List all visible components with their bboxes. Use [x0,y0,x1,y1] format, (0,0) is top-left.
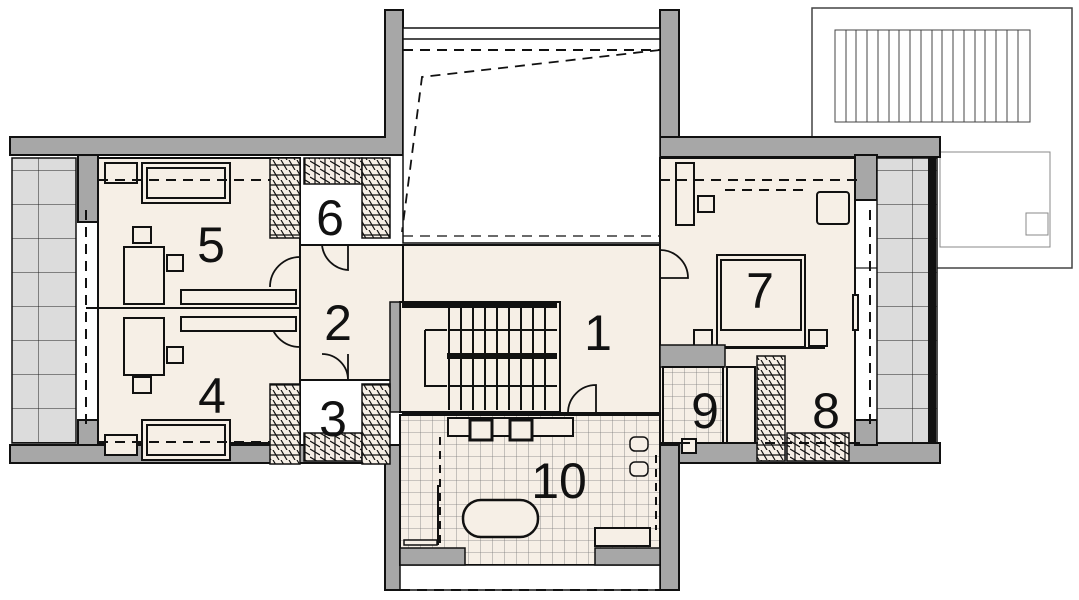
wardrobes [269,157,850,465]
room-number-3: 3 [319,391,347,447]
room-number-9: 9 [691,383,719,439]
washbasin-icon [468,418,494,442]
bathtub-icon [461,498,540,539]
void-opening [401,27,661,244]
terrace-left [11,157,77,444]
toilet-icon [629,436,649,452]
room-number-10: 10 [531,453,587,509]
room-number-1: 1 [584,305,612,361]
washbasin-icon [508,418,534,442]
bidet-icon [629,461,649,477]
room-number-5: 5 [197,217,225,273]
room-number-8: 8 [812,383,840,439]
room-number-6: 6 [316,190,344,246]
staircase [389,301,561,413]
walls [9,9,941,591]
room-number-7: 7 [746,263,774,319]
terrace-right [876,157,938,444]
toilet-icon [681,438,697,454]
furniture-left [86,162,300,461]
wc-floor [662,366,724,444]
room-number-4: 4 [198,368,226,424]
furniture-bedroom [668,162,859,349]
room-number-2: 2 [324,295,352,351]
